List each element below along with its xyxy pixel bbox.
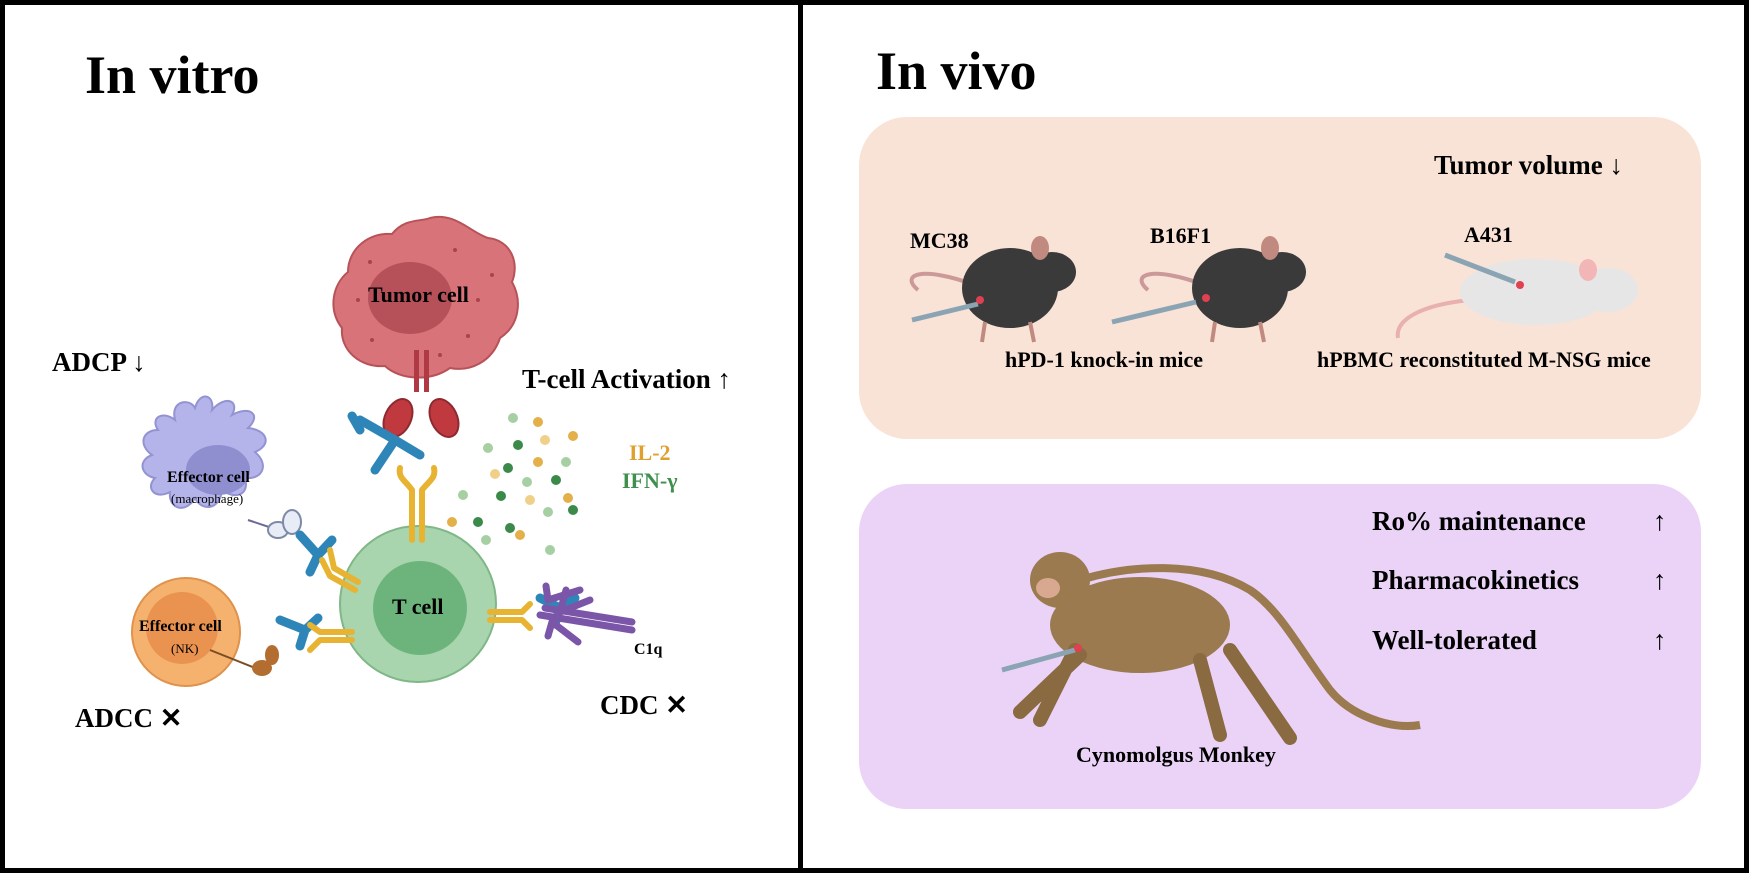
adcc-label: ADCC ✕	[75, 703, 183, 733]
monkey-label: Cynomolgus Monkey	[1076, 742, 1276, 767]
tumor-volume-label: Tumor volume ↓	[1434, 150, 1624, 180]
t-cell-illustration	[339, 525, 497, 683]
panel-divider	[798, 0, 803, 873]
tumor-cell-label: Tumor cell	[368, 282, 469, 307]
macrophage-label: Effector cell	[167, 469, 250, 486]
mc38-label: MC38	[910, 228, 969, 253]
hpbmc-mice-label: hPBMC reconstituted M-NSG mice	[1317, 347, 1651, 372]
tumor-cell-illustration	[332, 215, 519, 438]
nk-cell-sublabel: (NK)	[171, 641, 199, 656]
nk-cell-label: Effector cell	[139, 618, 222, 635]
nk-cell-illustration	[131, 577, 279, 687]
cdc-label: CDC ✕	[600, 690, 688, 720]
macrophage-illustration	[141, 395, 302, 539]
t-cell-receptors	[307, 465, 533, 653]
b16f1-label: B16F1	[1150, 223, 1212, 248]
c1q-label: C1q	[634, 641, 663, 658]
ro-maintenance-label: Ro% maintenance	[1372, 506, 1586, 536]
pk-up-arrow: ↑	[1653, 565, 1667, 595]
well-tolerated-label: Well-tolerated	[1372, 625, 1537, 655]
ro-up-arrow: ↑	[1653, 506, 1667, 536]
in-vitro-title: In vitro	[85, 45, 260, 105]
c1q-illustration	[536, 582, 636, 646]
t-cell-label: T cell	[392, 594, 444, 619]
macrophage-sublabel: (macrophage)	[171, 491, 244, 506]
cytokine-dots	[447, 413, 578, 555]
ifn-gamma-label: IFN-γ	[622, 468, 678, 493]
tcell-activation-label: T-cell Activation ↑	[522, 364, 731, 394]
adcp-label: ADCP ↓	[52, 347, 146, 377]
in-vivo-title: In vivo	[876, 41, 1037, 101]
tolerated-up-arrow: ↑	[1653, 625, 1667, 655]
in-vitro-illustration	[131, 215, 636, 687]
pharmacokinetics-label: Pharmacokinetics	[1372, 565, 1579, 595]
a431-label: A431	[1464, 222, 1513, 247]
knockin-mice-label: hPD-1 knock-in mice	[1005, 347, 1203, 372]
il2-label: IL-2	[629, 440, 671, 465]
